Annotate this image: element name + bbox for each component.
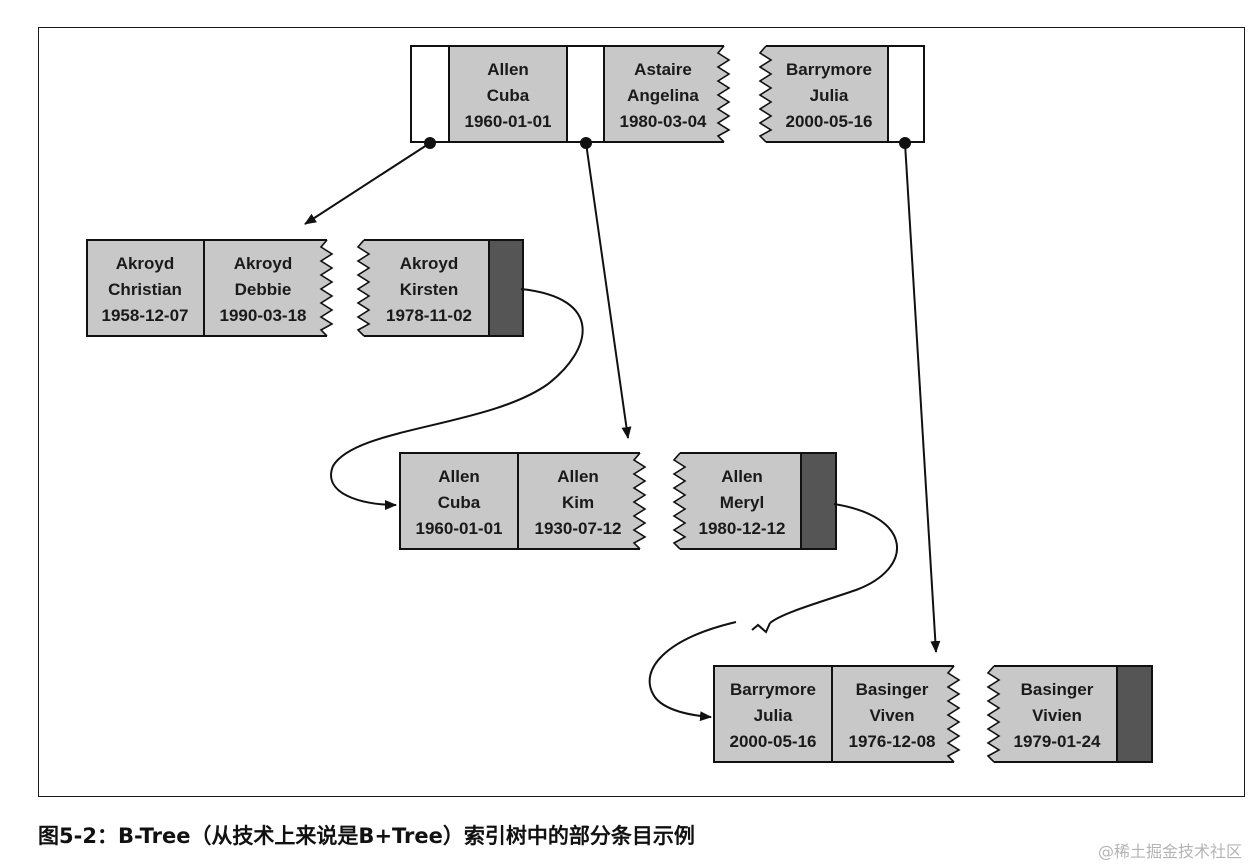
entry-last-name: Akroyd	[400, 254, 459, 273]
entry-last-name: Akroyd	[234, 254, 293, 273]
entry-last-name: Allen	[487, 60, 529, 79]
leaf-key-cell-torn	[674, 453, 801, 549]
entry-first-name: Kirsten	[400, 280, 459, 299]
entry-last-name: Allen	[721, 467, 763, 486]
leaf-key-cell-torn	[832, 666, 959, 762]
entry-first-name: Viven	[869, 706, 914, 725]
leaf-key-cell-torn	[518, 453, 645, 549]
leaf-node-outline	[364, 239, 524, 337]
entry-first-name: Vivien	[1032, 706, 1082, 725]
entry-birth-date: 2000-05-16	[786, 112, 873, 131]
leaf-key-cell-torn	[358, 240, 489, 336]
leaf-entry: Akroyd Christian 1958-12-07	[102, 254, 189, 325]
leaf-entry: Allen Cuba 1960-01-01	[416, 467, 503, 538]
leaf-entry: Allen Meryl 1980-12-12	[699, 467, 786, 538]
next-pointer-cell	[1117, 666, 1152, 762]
entry-first-name: Cuba	[487, 86, 530, 105]
leaf-node-zigzag	[319, 239, 334, 337]
leaf-node-outline	[399, 452, 640, 550]
entry-birth-date: 2000-05-16	[730, 732, 817, 751]
root-node-outline-1	[410, 45, 724, 143]
leaf-node-outline	[994, 665, 1153, 763]
entry-first-name: Cuba	[438, 493, 481, 512]
root-node-outline-2	[766, 45, 925, 143]
leaf-key-cell-torn	[204, 240, 332, 336]
next-pointer-cell	[489, 240, 523, 336]
root-entry: Barrymore Julia 2000-05-16	[786, 60, 873, 131]
entry-first-name: Julia	[810, 86, 849, 105]
entry-first-name: Angelina	[627, 86, 699, 105]
leaf-entry: Allen Kim 1930-07-12	[535, 467, 622, 538]
entry-last-name: Basinger	[1021, 680, 1094, 699]
root-key-cell	[449, 46, 567, 142]
leaf-node-zigzag	[632, 452, 647, 550]
entry-birth-date: 1960-01-01	[416, 519, 503, 538]
leaf-entry: Akroyd Kirsten 1978-11-02	[386, 254, 472, 325]
root-node-part-1	[410, 45, 731, 143]
root-node-zigzag-2	[758, 45, 773, 143]
root-node-zigzag-1	[716, 45, 731, 143]
next-pointer-cell	[801, 453, 836, 549]
entry-birth-date: 1990-03-18	[220, 306, 307, 325]
root-pointer-cell-1	[411, 46, 449, 142]
link-break-mark	[751, 622, 771, 634]
root-pointer-cell-3	[888, 46, 924, 142]
leaf-key-cell	[400, 453, 518, 549]
leaf-link-arrow	[330, 288, 584, 510]
leaf-node-outline	[86, 239, 327, 337]
child-pointer-arrow	[585, 142, 632, 439]
leaf-node-2: Allen Cuba 1960-01-01 Allen Kim 1930-07-…	[399, 452, 837, 550]
leaf-node-zigzag	[672, 452, 687, 550]
leaf-entry: Barrymore Julia 2000-05-16	[730, 680, 817, 751]
entry-birth-date: 1960-01-01	[465, 112, 552, 131]
leaf-node-zigzag	[356, 239, 371, 337]
leaf-node-1: Akroyd Christian 1958-12-07 Akroyd Debbi…	[86, 239, 524, 337]
entry-first-name: Julia	[754, 706, 793, 725]
figure-caption: 图5-2：B-Tree（从技术上来说是B+Tree）索引树中的部分条目示例	[38, 824, 695, 848]
entry-birth-date: 1980-03-04	[620, 112, 708, 131]
entry-last-name: Barrymore	[730, 680, 816, 699]
entry-birth-date: 1930-07-12	[535, 519, 622, 538]
root-node: Allen Cuba 1960-01-01 Astaire Angelina 1…	[410, 45, 925, 149]
leaf-link-arrow	[769, 503, 898, 624]
leaf-node-outline	[680, 452, 837, 550]
child-pointer-arrow	[904, 142, 941, 653]
leaf-node-zigzag	[986, 665, 1001, 763]
entry-last-name: Akroyd	[116, 254, 175, 273]
entry-first-name: Christian	[108, 280, 182, 299]
watermark: @稀土掘金技术社区	[1097, 842, 1242, 861]
entry-birth-date: 1958-12-07	[102, 306, 189, 325]
leaf-key-cell-torn	[988, 666, 1117, 762]
entry-first-name: Debbie	[235, 280, 292, 299]
entry-last-name: Barrymore	[786, 60, 872, 79]
root-key-cell-torn	[604, 46, 729, 142]
leaf-link-arrow	[648, 621, 737, 722]
entry-first-name: Kim	[562, 493, 594, 512]
entry-last-name: Astaire	[634, 60, 692, 79]
entry-birth-date: 1980-12-12	[699, 519, 786, 538]
leaf-entry: Akroyd Debbie 1990-03-18	[220, 254, 307, 325]
leaf-key-cell	[87, 240, 204, 336]
entry-birth-date: 1976-12-08	[849, 732, 936, 751]
leaf-node-3: Barrymore Julia 2000-05-16 Basinger Vive…	[713, 665, 1153, 763]
leaf-entry: Basinger Vivien 1979-01-24	[1014, 680, 1102, 751]
root-node-part-2	[758, 45, 925, 143]
root-pointer-cell-2	[567, 46, 604, 142]
leaf-entry: Basinger Viven 1976-12-08	[849, 680, 936, 751]
leaf-node-outline	[713, 665, 954, 763]
entry-birth-date: 1979-01-24	[1014, 732, 1102, 751]
leaf-key-cell	[714, 666, 832, 762]
entry-last-name: Basinger	[856, 680, 929, 699]
entry-last-name: Allen	[438, 467, 480, 486]
root-entry: Allen Cuba 1960-01-01	[465, 60, 552, 131]
diagram-frame	[38, 27, 1245, 797]
child-pointer-arrow	[304, 142, 431, 225]
entry-birth-date: 1978-11-02	[386, 306, 472, 325]
root-entry: Astaire Angelina 1980-03-04	[620, 60, 708, 131]
root-key-cell-torn	[760, 46, 888, 142]
leaf-node-zigzag	[946, 665, 961, 763]
entry-last-name: Allen	[557, 467, 599, 486]
entry-first-name: Meryl	[720, 493, 764, 512]
